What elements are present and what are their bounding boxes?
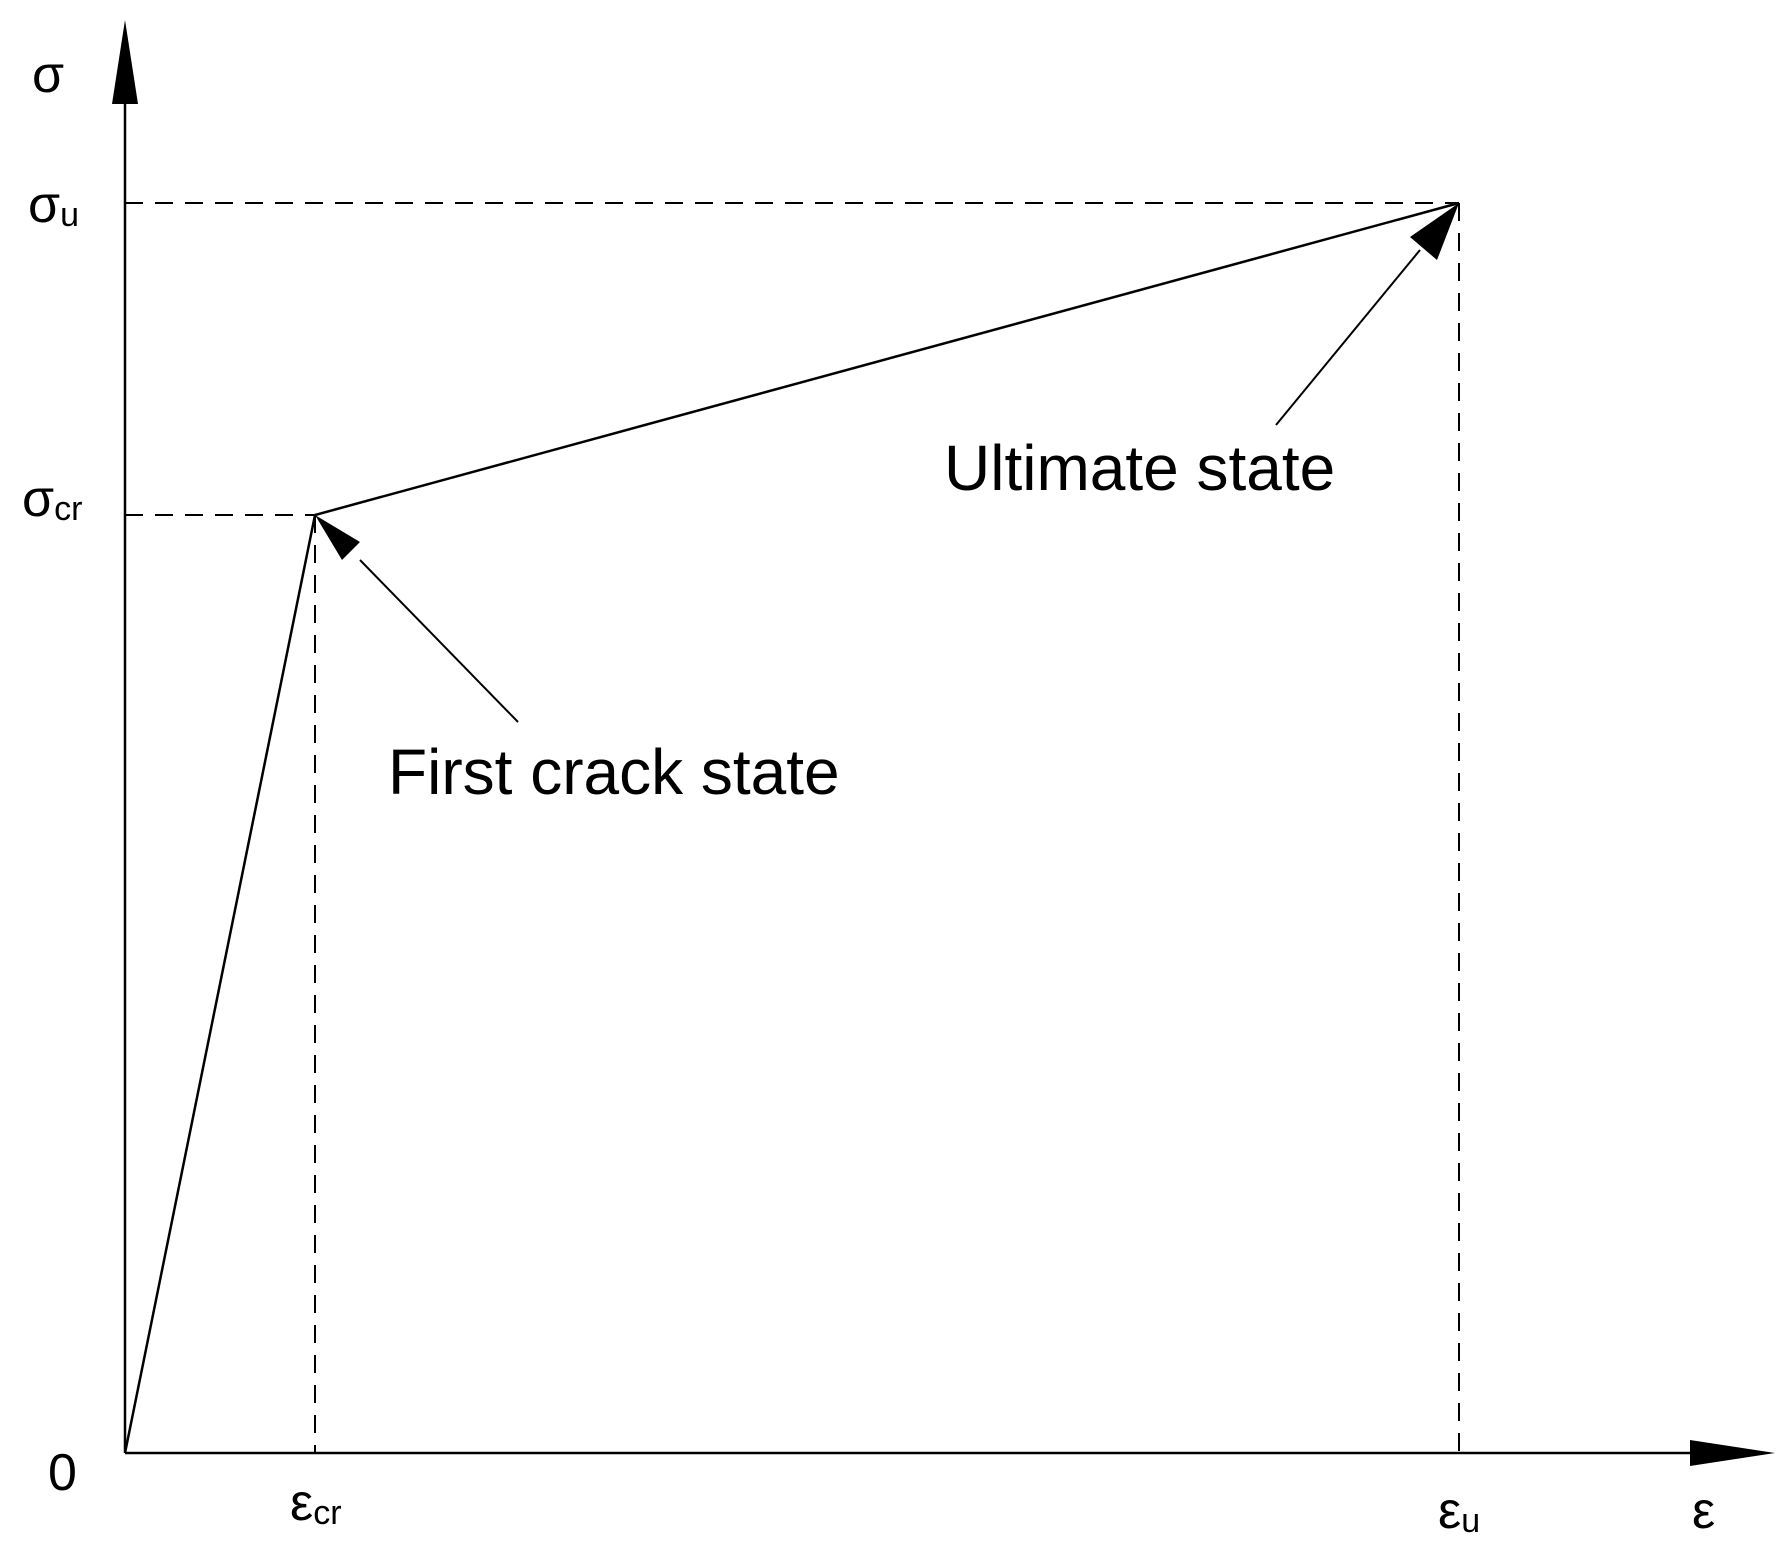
first-crack-annotation: First crack state — [388, 736, 840, 808]
ultimate-annotation: Ultimate state — [944, 432, 1335, 504]
epsilon-cr-label: εcr — [290, 1474, 342, 1532]
x-axis-label: ε — [1692, 1482, 1715, 1540]
y-axis-label: σ — [32, 46, 64, 104]
epsilon-u-label: εu — [1438, 1482, 1480, 1540]
sigma-cr-label: σcr — [22, 470, 82, 528]
origin-label: 0 — [48, 1444, 77, 1502]
ultimate-arrowhead — [1410, 203, 1459, 260]
sigma-u-label: σu — [28, 176, 79, 234]
y-axis-arrowhead — [112, 20, 138, 104]
first-crack-arrowhead — [315, 515, 360, 560]
ultimate-leader — [1275, 249, 1421, 426]
first-crack-leader — [359, 559, 519, 723]
stress-strain-curve — [123, 201, 1460, 1454]
x-axis-arrowhead — [1690, 1440, 1775, 1466]
